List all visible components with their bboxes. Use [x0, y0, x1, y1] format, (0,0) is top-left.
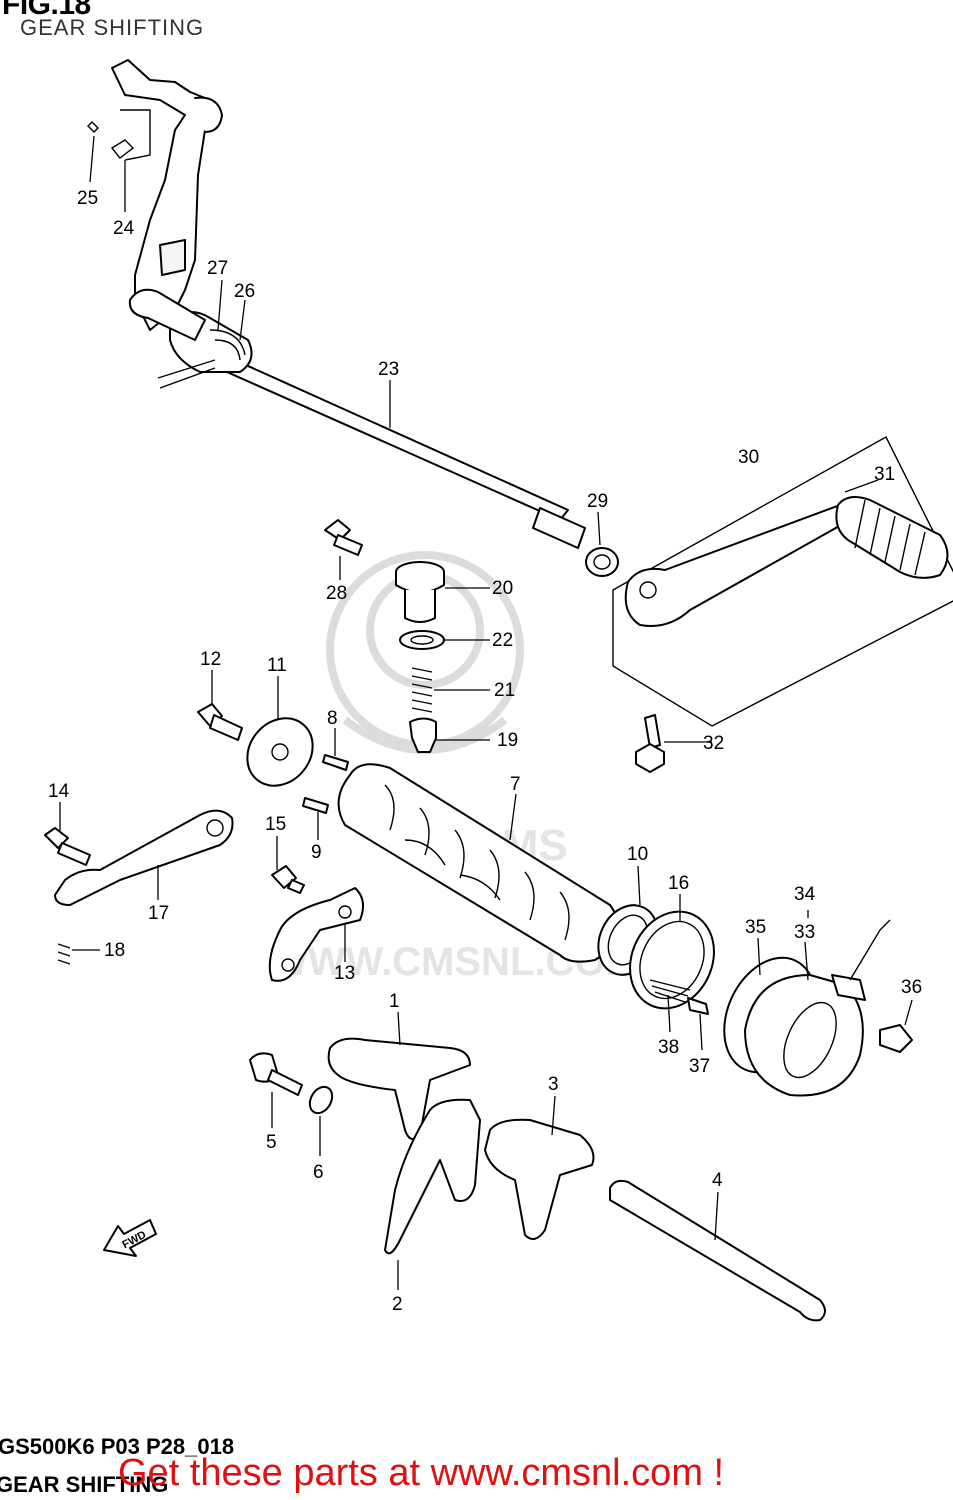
- fork-shaft-group: [249, 1052, 826, 1322]
- gearshift-cam-drum: [337, 763, 620, 963]
- callout-6: 6: [313, 1162, 324, 1183]
- callout-9: 9: [311, 842, 322, 863]
- stopper-plate-group: [268, 865, 365, 982]
- callout-16: 16: [668, 873, 689, 894]
- callout-10: 10: [627, 844, 648, 865]
- footer-title: GEAR SHIFTING: [0, 1472, 169, 1497]
- callout-23: 23: [378, 359, 399, 380]
- neutral-switch-bolt: [324, 519, 363, 556]
- shift-forks: [327, 1037, 595, 1255]
- callout-3: 3: [548, 1074, 559, 1095]
- callout-20: 20: [492, 578, 513, 599]
- callout-17: 17: [148, 903, 169, 924]
- callout-27: 27: [207, 258, 228, 279]
- gear-shift-arm: [87, 59, 223, 331]
- callout-21: 21: [494, 680, 515, 701]
- oil-seal: [585, 547, 619, 577]
- buy-parts-link[interactable]: Get these parts at www.cmsnl.com !: [118, 1452, 725, 1494]
- stopper-plug-group: [395, 561, 445, 753]
- callout-1: 1: [389, 991, 400, 1012]
- drum-ring-group: [597, 904, 715, 1015]
- callout-32: 32: [703, 733, 724, 754]
- callout-13: 13: [334, 963, 355, 984]
- callout-22: 22: [492, 630, 513, 651]
- callout-7: 7: [510, 774, 521, 795]
- callout-12: 12: [200, 649, 221, 670]
- callout-19: 19: [497, 730, 518, 751]
- callout-numbers: 1 2 3 4 5 6 7 8 9 10 11 12 13 14 15 16 1…: [48, 188, 922, 1315]
- callout-5: 5: [266, 1132, 277, 1153]
- callout-38: 38: [658, 1037, 679, 1058]
- callout-15: 15: [265, 814, 286, 835]
- fwd-label: FWD: [120, 1229, 148, 1251]
- callout-30: 30: [738, 447, 759, 468]
- cam-stopper-arm: [44, 809, 234, 965]
- callout-28: 28: [326, 583, 347, 604]
- callout-18: 18: [104, 940, 125, 961]
- callout-25: 25: [77, 188, 98, 209]
- leader-lines: [59, 135, 913, 1290]
- callout-26: 26: [234, 281, 255, 302]
- callout-34: 34: [794, 884, 816, 905]
- callout-11: 11: [267, 655, 287, 676]
- callout-31: 31: [874, 464, 895, 485]
- callout-4: 4: [712, 1170, 723, 1191]
- callout-36: 36: [901, 977, 922, 998]
- callout-35: 35: [745, 917, 766, 938]
- callout-14: 14: [48, 781, 70, 802]
- figure-number: FIG.18: [2, 0, 91, 21]
- neutral-switch-cover: [723, 919, 913, 1097]
- callout-2: 2: [392, 1294, 403, 1315]
- pedal-assembly-box: [612, 436, 953, 727]
- diagram-code: GS500K6 P03 P28_018: [0, 1434, 235, 1459]
- callout-37: 37: [689, 1056, 710, 1077]
- figure-title: GEAR SHIFTING: [20, 15, 205, 40]
- callout-24: 24: [113, 218, 135, 239]
- gear-shift-shaft: [128, 288, 586, 549]
- drum-cam-group: [197, 703, 349, 814]
- fwd-arrow: FWD: [103, 1219, 157, 1257]
- callout-29: 29: [587, 491, 608, 512]
- callout-8: 8: [327, 708, 338, 729]
- callout-33: 33: [794, 922, 815, 943]
- gear-shift-lever: [624, 495, 949, 627]
- pedal-bolt: [635, 714, 665, 773]
